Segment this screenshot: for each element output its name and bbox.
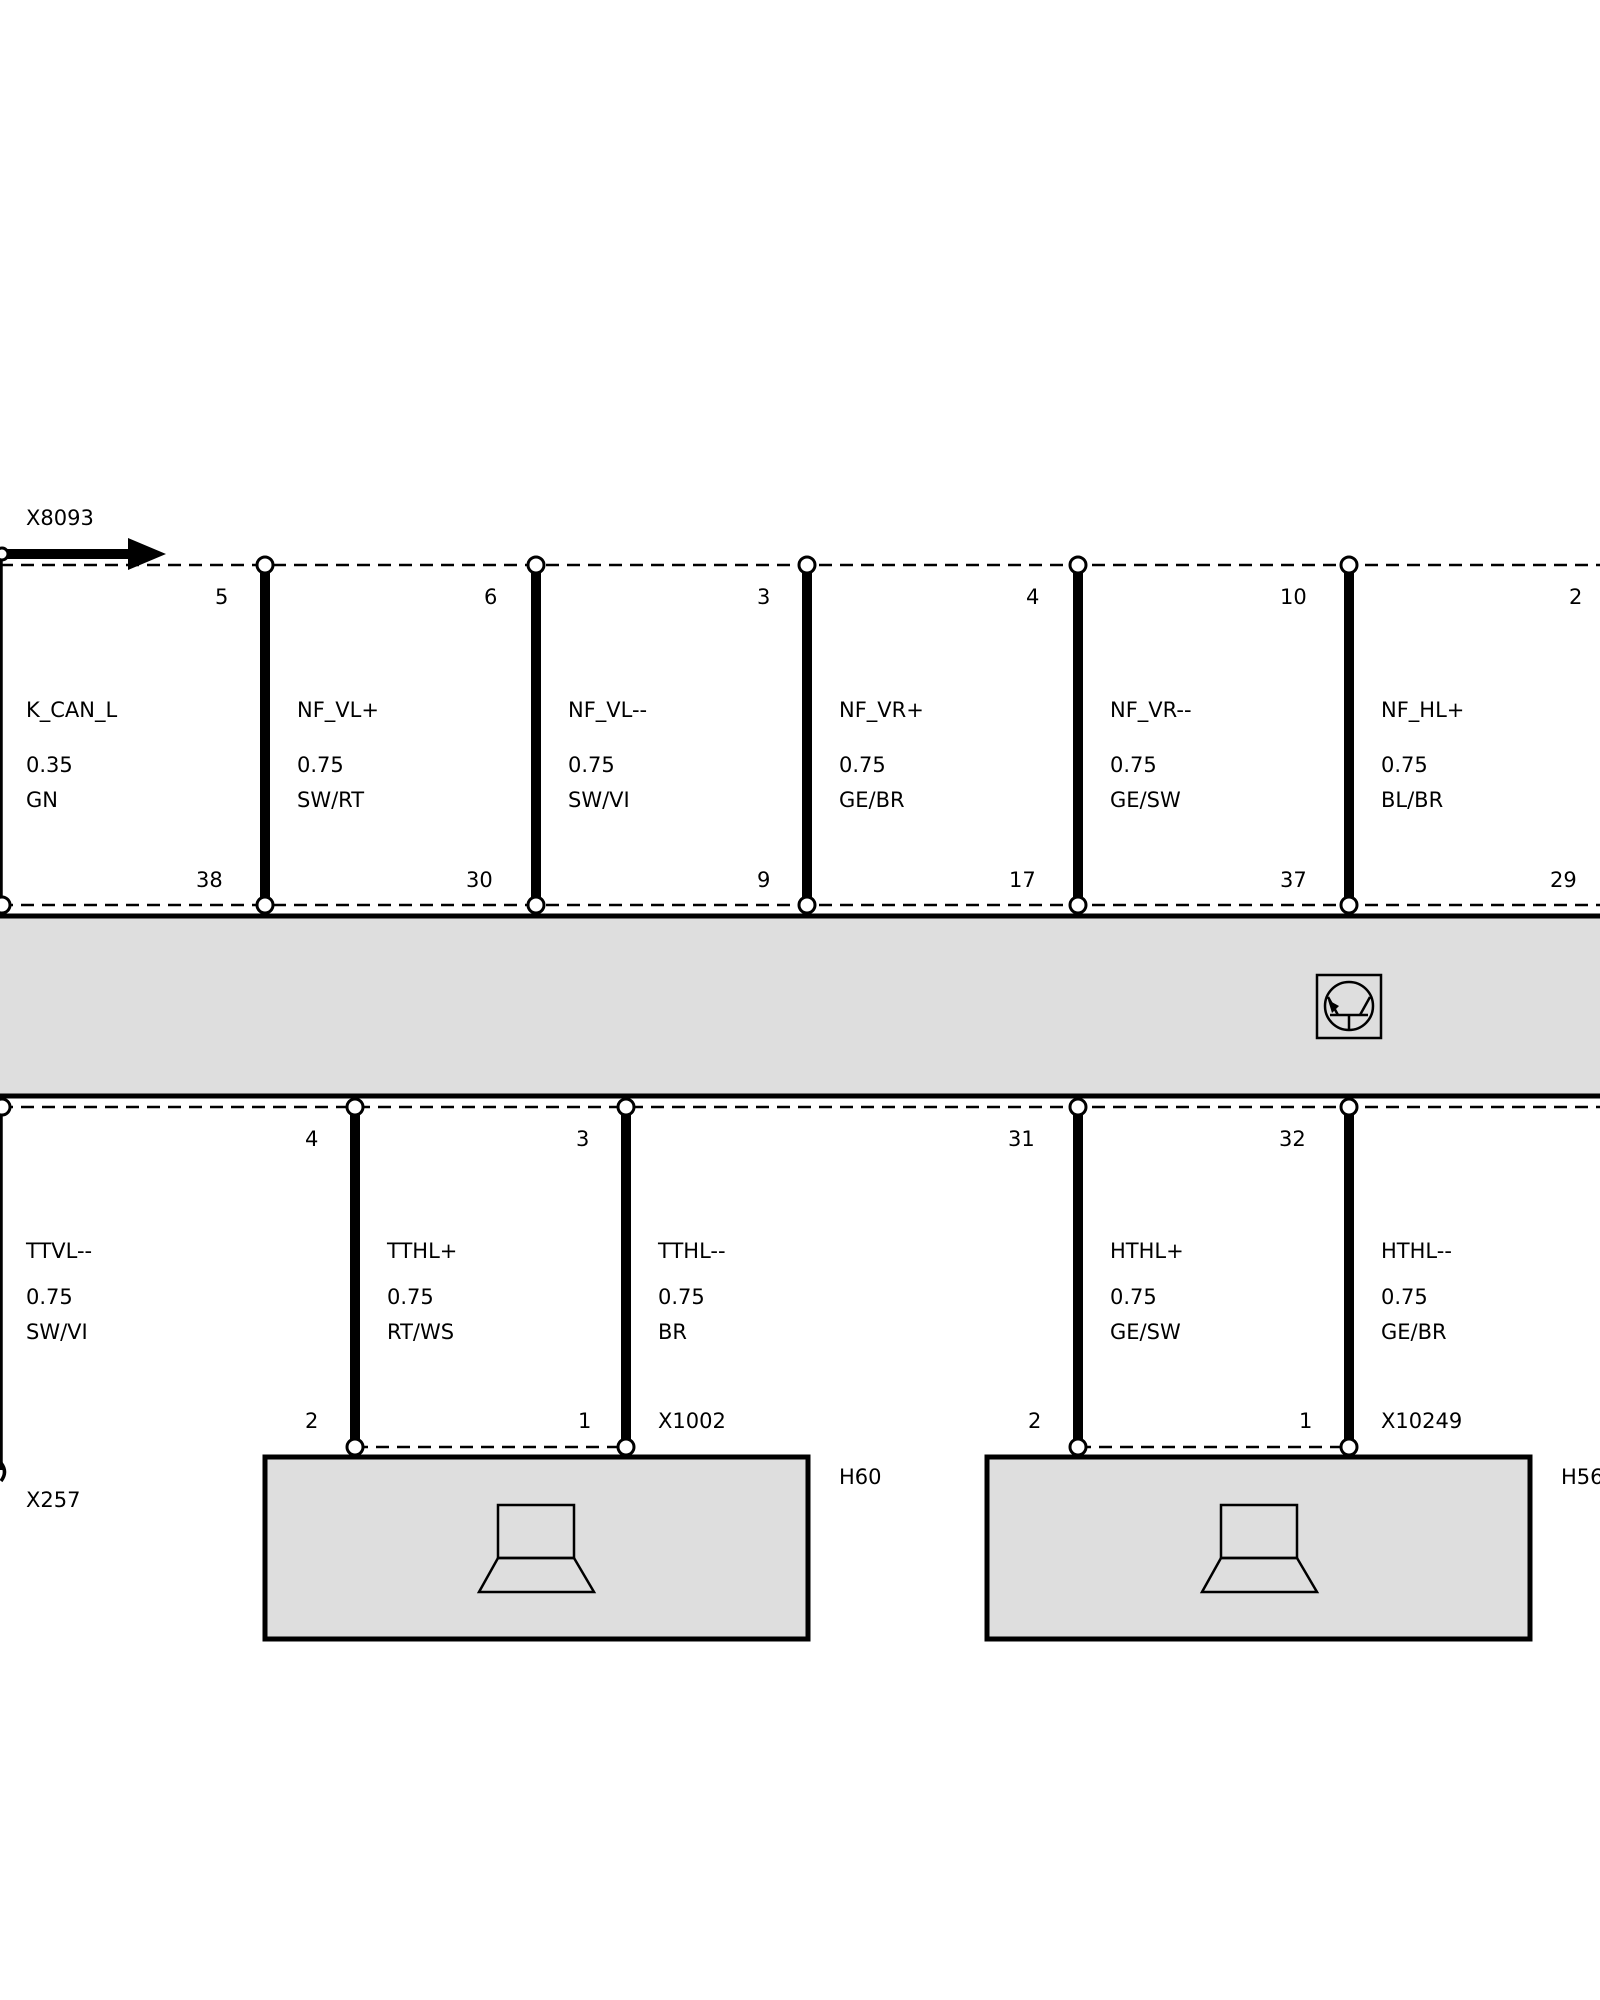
wire-name: NF_VL-- [568,698,647,723]
pin-number: 4 [305,1127,318,1151]
wire-gauge: 0.75 [568,753,615,777]
wire-gauge: 0.75 [1110,1285,1157,1309]
wire-gauge: 0.75 [1381,753,1428,777]
connector-label-x257: X257 [26,1488,80,1512]
wire-color: BL/BR [1381,788,1443,812]
speaker-component-h60: X1002 H60 [262,1409,882,1642]
wire-name: TTVL-- [25,1239,92,1263]
wire-color: SW/VI [568,788,630,812]
pin-number: 3 [757,585,770,609]
wire-color: SW/RT [297,788,364,812]
pin-number: 30 [466,868,493,892]
bottom-wires: TTVL-- 0.75 SW/VI X257 4 2 TTHL+ 0.75 RT… [0,1097,1452,1512]
bottom-connector-outline [0,1105,1600,1449]
wire-color: GN [26,788,58,812]
wire-color: GE/BR [1381,1320,1447,1344]
pin-number: 17 [1009,868,1036,892]
wire-gauge: 0.35 [26,753,73,777]
pin-number: 6 [484,585,497,609]
pin-number: 37 [1280,868,1307,892]
wire-name: TTHL+ [386,1239,457,1263]
pin-number: 4 [1026,585,1039,609]
wire-name: K_CAN_L [26,698,118,723]
pin-number: 3 [576,1127,589,1151]
component-label: H56 [1561,1465,1600,1489]
wire-color: RT/WS [387,1320,454,1344]
wire-color: BR [658,1320,687,1344]
pin-number: 29 [1550,868,1577,892]
wire-gauge: 0.75 [1381,1285,1428,1309]
wire-color: GE/SW [1110,1320,1181,1344]
transistor-icon [1315,973,1383,1040]
top-connector-outline [0,563,1600,907]
speaker-component-h56: X10249 H56 [984,1409,1600,1642]
wire-gauge: 0.75 [297,753,344,777]
wire-color: GE/SW [1110,788,1181,812]
wire-color: GE/BR [839,788,905,812]
speaker-icon [1199,1503,1320,1594]
pin-number: 38 [196,868,223,892]
wire-name: NF_VR+ [839,698,924,723]
pin-number: 5 [215,585,228,609]
pin-number: 32 [1279,1127,1306,1151]
pin-number: 1 [578,1409,591,1433]
wire-name: HTHL-- [1381,1239,1452,1263]
connector-label: X10249 [1381,1409,1462,1433]
wire-gauge: 0.75 [387,1285,434,1309]
wire-name: HTHL+ [1110,1239,1184,1263]
wire-color: SW/VI [26,1320,88,1344]
control-module [0,913,1600,1099]
wire-name: NF_VR-- [1110,698,1192,723]
pin-number: 2 [1569,585,1582,609]
speaker-icon [476,1503,597,1594]
wire-gauge: 0.75 [839,753,886,777]
wire-gauge: 0.75 [26,1285,73,1309]
component-label: H60 [839,1465,882,1489]
pin-number: 31 [1008,1127,1035,1151]
wire-name: NF_HL+ [1381,698,1464,723]
pin-number: 2 [1028,1409,1041,1433]
arrow-right-icon [0,538,166,570]
wire-name: NF_VL+ [297,698,379,723]
wire-name: TTHL-- [657,1239,726,1263]
top-wires: 38 K_CAN_L 0.35 GN 5 30 NF_VL+ 0.75 SW/R… [0,555,1582,915]
pin-number: 10 [1280,585,1307,609]
wire-gauge: 0.75 [1110,753,1157,777]
pin-number: 9 [757,868,770,892]
wire-gauge: 0.75 [658,1285,705,1309]
connector-label: X1002 [658,1409,726,1433]
pin-number: 2 [305,1409,318,1433]
pin-number: 1 [1299,1409,1312,1433]
connector-label-x8093: X8093 [26,506,94,530]
